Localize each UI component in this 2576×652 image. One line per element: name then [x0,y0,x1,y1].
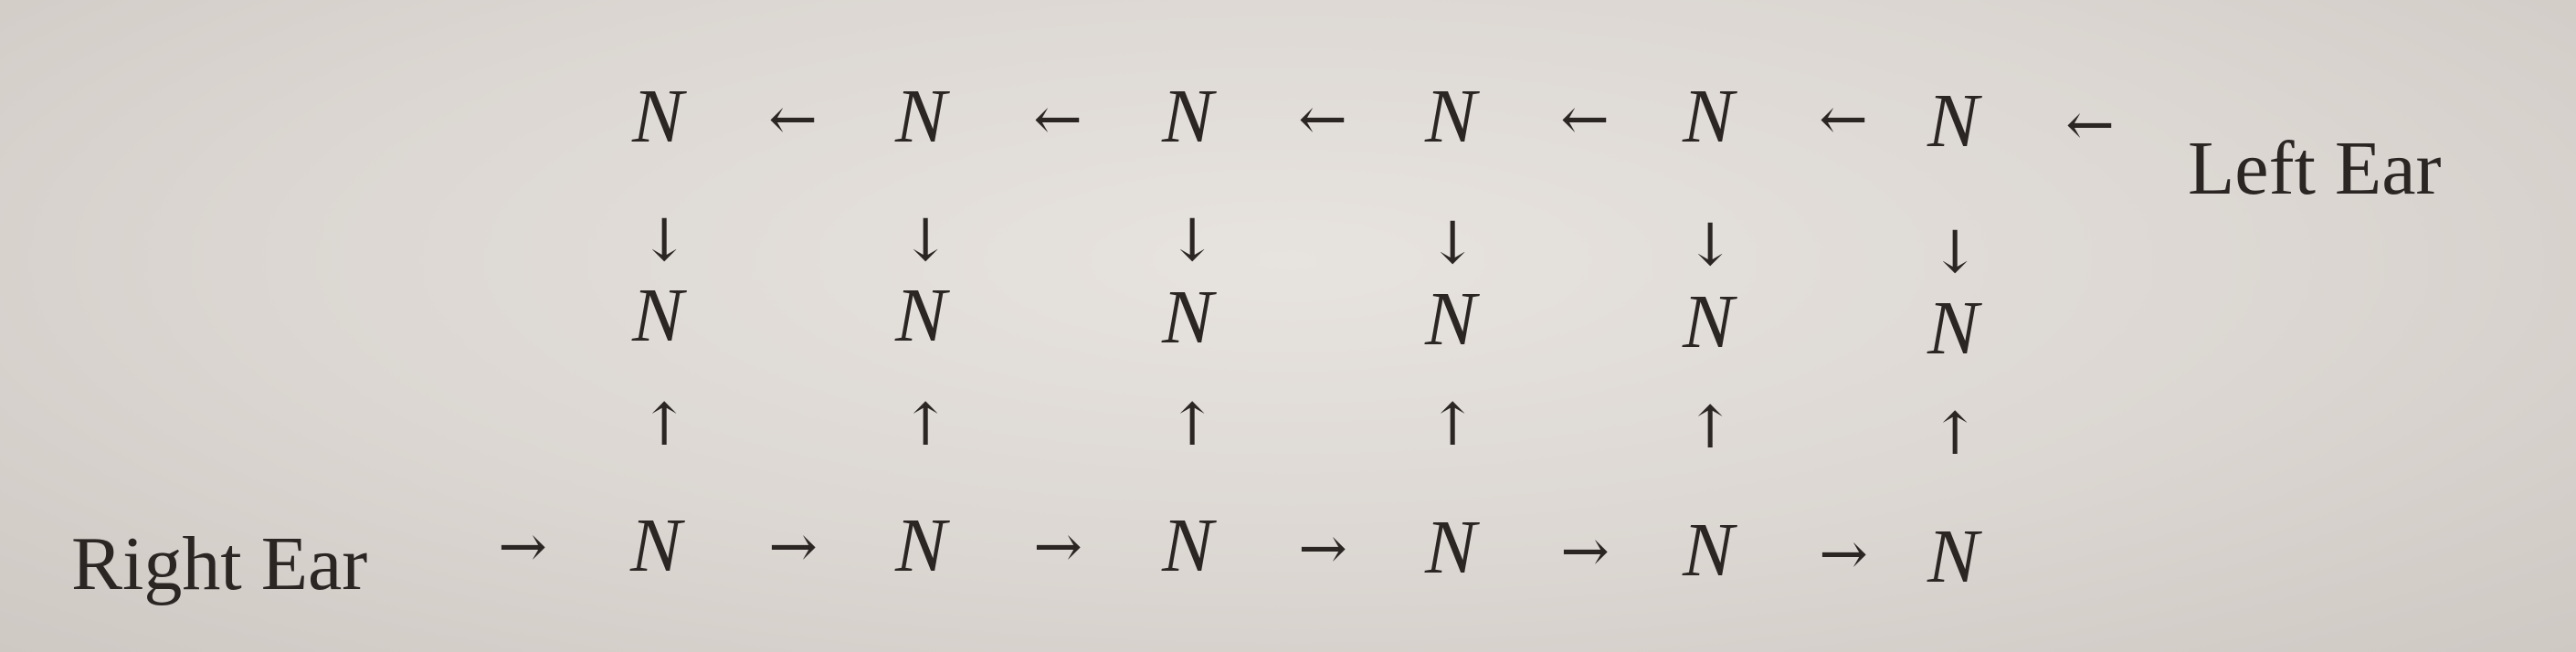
up-arrow-3: ↑ [1167,392,1217,459]
middle-node-1: N [631,273,687,358]
bottom-node-3: N [1161,503,1217,588]
middle-node-6: N [1927,286,1982,371]
up-arrow-2: ↑ [901,392,950,459]
down-arrow-3: ↓ [1167,207,1217,275]
bottom-right-arrow-2: → [1033,513,1082,581]
top-node-5: N [1682,74,1737,159]
bottom-right-arrow-0: → [498,513,547,581]
top-left-arrow-1: ← [768,86,818,153]
bottom-node-1: N [629,503,685,588]
right-ear-label: Right Ear [71,521,367,606]
middle-node-2: N [894,273,950,358]
top-left-arrow-6: ← [2065,91,2115,159]
middle-node-3: N [1161,275,1217,360]
top-node-1: N [631,74,687,159]
up-arrow-4: ↑ [1428,392,1477,459]
middle-node-4: N [1424,277,1480,362]
up-arrow-5: ↑ [1685,394,1735,462]
up-arrow-1: ↑ [639,392,689,459]
middle-node-5: N [1682,279,1737,364]
bottom-node-5: N [1682,508,1737,593]
bottom-node-4: N [1424,505,1480,590]
top-left-arrow-5: ← [1819,86,1868,153]
top-left-arrow-2: ← [1033,86,1082,153]
bottom-right-arrow-5: → [1819,521,1868,588]
top-node-6: N [1927,79,1982,163]
bottom-right-arrow-4: → [1560,518,1610,585]
down-arrow-4: ↓ [1428,210,1477,278]
top-node-2: N [894,74,950,159]
down-arrow-5: ↓ [1685,212,1735,279]
bottom-right-arrow-3: → [1298,515,1347,583]
up-arrow-6: ↑ [1930,401,1980,468]
down-arrow-2: ↓ [901,207,950,275]
down-arrow-1: ↓ [639,207,689,275]
bottom-node-6: N [1927,514,1982,599]
down-arrow-6: ↓ [1930,219,1980,287]
left-ear-label: Left Ear [2188,126,2441,211]
bottom-right-arrow-1: → [768,513,818,581]
bottom-node-2: N [894,503,950,588]
top-node-3: N [1161,74,1217,159]
top-node-4: N [1424,74,1480,159]
top-left-arrow-3: ← [1298,86,1347,153]
top-left-arrow-4: ← [1560,86,1610,153]
